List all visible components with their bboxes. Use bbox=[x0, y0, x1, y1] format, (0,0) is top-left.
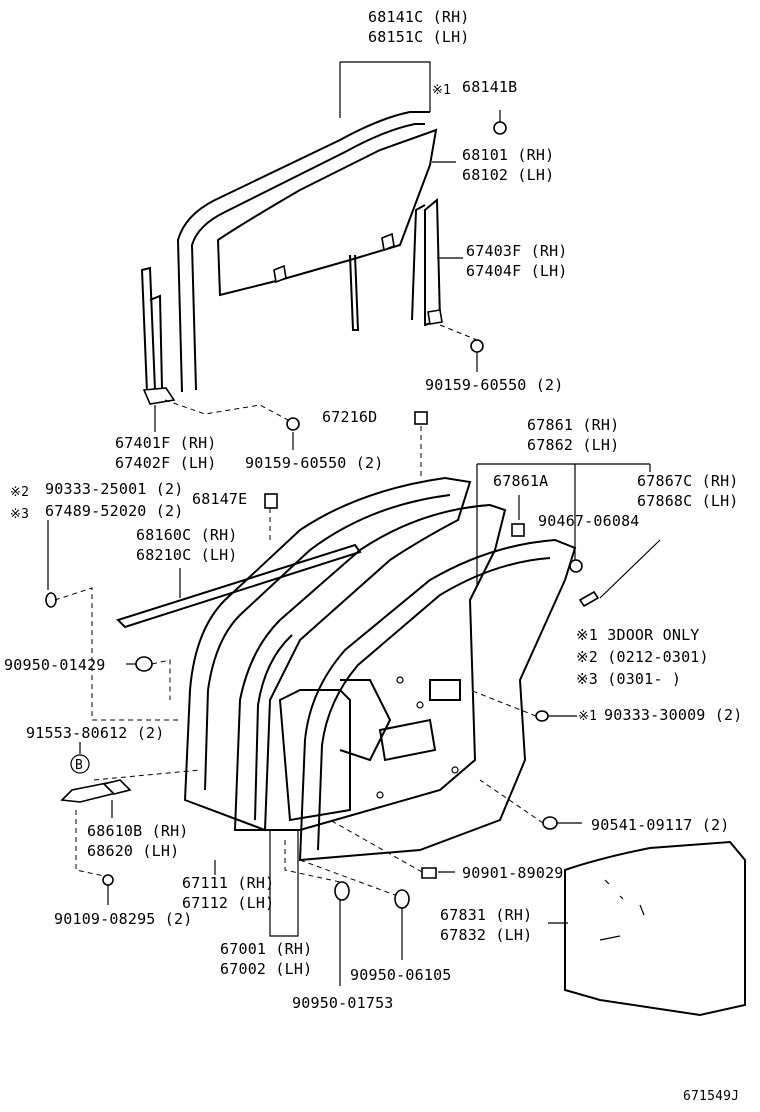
door-glass-part bbox=[216, 128, 438, 297]
label-plug-52020: 67489-52020 (2) bbox=[45, 502, 183, 520]
label-note1-mark-2: ※1 bbox=[578, 709, 597, 724]
label-weatherstrip-lh: 67862 (LH) bbox=[527, 436, 619, 454]
hinge-part bbox=[60, 779, 132, 803]
label-clip-06084: 90467-06084 bbox=[538, 512, 640, 530]
marker-b: B bbox=[75, 758, 83, 773]
label-hinge-lh: 68620 (LH) bbox=[87, 842, 179, 860]
plug-01753-icon bbox=[334, 881, 350, 901]
door-frame-part bbox=[183, 476, 472, 832]
label-note3-mark: ※3 bbox=[10, 507, 29, 522]
inner-panel-detail bbox=[278, 676, 459, 822]
bolt-front-icon bbox=[286, 417, 300, 431]
seal-clip-icon bbox=[578, 590, 600, 608]
label-trim-lh: 67832 (LH) bbox=[440, 926, 532, 944]
clip-89029-icon bbox=[421, 867, 437, 879]
bolt-icons bbox=[45, 121, 600, 909]
label-plug-06105: 90950-06105 bbox=[350, 966, 452, 984]
plug-06105-icon bbox=[394, 889, 410, 909]
label-seal-lh: 67868C (LH) bbox=[637, 492, 739, 510]
glass-run-part bbox=[176, 111, 430, 393]
label-bolt-80612: 91553-80612 (2) bbox=[26, 724, 164, 742]
callout-labels: 68141C (RH) 68151C (LH) ※1 68141B 68101 … bbox=[4, 8, 742, 1104]
marker-b-circle bbox=[70, 754, 90, 774]
door-panel-part bbox=[233, 503, 507, 831]
label-channel-rear-rh: 67403F (RH) bbox=[466, 242, 568, 260]
label-note1-mark: ※1 bbox=[432, 83, 451, 98]
label-plug-25001: 90333-25001 (2) bbox=[45, 480, 183, 498]
label-door-lh: 67002 (LH) bbox=[220, 960, 312, 978]
label-panel-rh: 67111 (RH) bbox=[182, 874, 274, 892]
label-belt-rh: 68160C (RH) bbox=[136, 526, 238, 544]
label-clip-89029: 90901-89029 bbox=[462, 864, 564, 882]
label-clip-68147e: 68147E bbox=[192, 490, 247, 508]
belt-moulding-part bbox=[116, 543, 362, 629]
clip-68141b-icon bbox=[493, 121, 507, 135]
label-part-67861a: 67861A bbox=[493, 472, 548, 490]
label-trim-rh: 67831 (RH) bbox=[440, 906, 532, 924]
label-seal-rh: 67867C (RH) bbox=[637, 472, 739, 490]
clip-06084-icon bbox=[569, 559, 583, 573]
plug-52020-icon bbox=[45, 592, 57, 608]
label-clip-67216d: 67216D bbox=[322, 408, 377, 426]
label-panel-lh: 67112 (LH) bbox=[182, 894, 274, 912]
note3-text: ※3 (0301- ) bbox=[576, 670, 681, 688]
plug-30009-icon bbox=[535, 710, 549, 722]
rear-channel-part bbox=[411, 197, 443, 327]
label-belt-lh: 68210C (LH) bbox=[136, 546, 238, 564]
label-hinge-rh: 68610B (RH) bbox=[87, 822, 189, 840]
label-plug-30009: 90333-30009 (2) bbox=[604, 706, 742, 724]
bolt-08295-icon bbox=[102, 874, 114, 886]
label-plug-01429: 90950-01429 bbox=[4, 656, 106, 674]
clip-68147e-icon bbox=[264, 493, 278, 509]
note1-text: ※1 3DOOR ONLY bbox=[576, 626, 700, 644]
label-channel-front-lh: 67402F (LH) bbox=[115, 454, 217, 472]
label-glass-run-lh: 68151C (LH) bbox=[368, 28, 470, 46]
center-channel-part bbox=[349, 254, 360, 331]
label-door-rh: 67001 (RH) bbox=[220, 940, 312, 958]
clip-67216d-icon bbox=[414, 411, 428, 425]
label-bolt-rear: 90159-60550 (2) bbox=[425, 376, 563, 394]
diagram-code: 671549J bbox=[683, 1089, 739, 1104]
label-clip-68141b: 68141B bbox=[462, 78, 517, 96]
label-plug-01753: 90950-01753 bbox=[292, 994, 394, 1012]
label-note2-mark: ※2 bbox=[10, 485, 29, 500]
part-67861a-icon bbox=[511, 523, 525, 537]
door-trim-part bbox=[564, 840, 746, 1017]
bolt-rear-icon bbox=[470, 339, 484, 353]
note2-text: ※2 (0212-0301) bbox=[576, 648, 709, 666]
plug-01429-icon bbox=[135, 656, 153, 672]
clip-09117-icon bbox=[542, 816, 558, 830]
label-bolt-08295: 90109-08295 (2) bbox=[54, 910, 192, 928]
label-glass-run-rh: 68141C (RH) bbox=[368, 8, 470, 26]
label-bolt-front: 90159-60550 (2) bbox=[245, 454, 383, 472]
label-glass-rh: 68101 (RH) bbox=[462, 146, 554, 164]
label-channel-front-rh: 67401F (RH) bbox=[115, 434, 217, 452]
label-weatherstrip-rh: 67861 (RH) bbox=[527, 416, 619, 434]
front-channel-part bbox=[140, 266, 176, 405]
label-glass-lh: 68102 (LH) bbox=[462, 166, 554, 184]
leader-lines bbox=[47, 61, 661, 986]
label-clip-09117: 90541-09117 (2) bbox=[591, 816, 729, 834]
label-channel-rear-lh: 67404F (LH) bbox=[466, 262, 568, 280]
